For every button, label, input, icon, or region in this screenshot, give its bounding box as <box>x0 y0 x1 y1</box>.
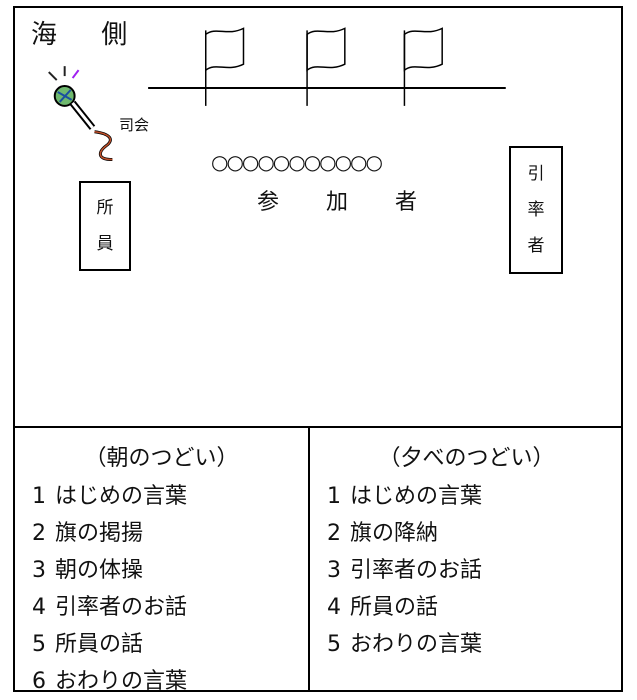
list-item: 2 旗の降納 <box>318 515 482 552</box>
item-number: 6 <box>32 669 46 694</box>
staff-box: 所 員 <box>79 181 131 271</box>
flag-icon <box>306 27 346 106</box>
participants-label: 参 加 者 <box>257 190 437 215</box>
item-number: 4 <box>327 595 341 620</box>
item-number: 3 <box>327 558 341 583</box>
list-item: 5 おわりの言葉 <box>318 626 482 663</box>
item-number: 1 <box>327 484 341 509</box>
program-table: （朝のつどい） 1 はじめの言葉 2 旗の掲揚 3 朝の体操 4 引率者のお話 5 所員の… <box>15 428 623 694</box>
evening-column: （夕べのつどい） 1 はじめの言葉 2 旗の降納 3 引率者のお話 4 所員の話 5 おわ… <box>310 428 623 690</box>
host-label: 司会 <box>119 116 150 134</box>
list-item: 3 引率者のお話 <box>318 552 482 589</box>
list-item: 1 はじめの言葉 <box>23 478 187 515</box>
item-number: 3 <box>32 558 46 583</box>
morning-column: （朝のつどい） 1 はじめの言葉 2 旗の掲揚 3 朝の体操 4 引率者のお話 5 所員の… <box>15 428 310 694</box>
leader-char: 者 <box>527 236 545 256</box>
item-text: 朝の体操 <box>55 558 144 583</box>
item-number: 5 <box>32 632 46 657</box>
item-number: 2 <box>32 521 46 546</box>
flag-icon <box>204 27 245 106</box>
leader-char: 率 <box>527 200 545 220</box>
item-text: 所員の話 <box>55 632 144 657</box>
sea-side-label: 海 側 <box>31 20 146 50</box>
item-number: 5 <box>327 632 341 657</box>
item-text: 引率者のお話 <box>350 558 483 583</box>
layout-area: 海 側 <box>15 8 621 428</box>
leader-box: 引 率 者 <box>509 146 563 274</box>
flag-icon <box>403 27 443 106</box>
item-number: 2 <box>327 521 341 546</box>
participant-seats: ○○○○○○○○○○○ <box>211 150 383 174</box>
list-item: 4 引率者のお話 <box>23 589 187 626</box>
item-text: 旗の掲揚 <box>55 521 144 546</box>
item-number: 1 <box>32 484 46 509</box>
gathering-diagram-sheet: 海 側 <box>13 6 623 694</box>
item-text: 旗の降納 <box>350 521 439 546</box>
item-text: はじめの言葉 <box>55 484 188 509</box>
item-text: おわりの言葉 <box>55 669 188 694</box>
flag-poles <box>48 27 506 162</box>
list-item: 2 旗の掲揚 <box>23 515 187 552</box>
staff-char: 員 <box>96 234 114 254</box>
evening-list: 1 はじめの言葉 2 旗の降納 3 引率者のお話 4 所員の話 5 おわりの言葉 <box>318 478 482 663</box>
list-item: 6 おわりの言葉 <box>23 663 187 700</box>
list-item: 4 所員の話 <box>318 589 482 626</box>
list-item: 5 所員の話 <box>23 626 187 663</box>
item-number: 4 <box>32 595 46 620</box>
list-item: 3 朝の体操 <box>23 552 187 589</box>
staff-char: 所 <box>96 198 114 218</box>
item-text: 引率者のお話 <box>55 595 188 620</box>
item-text: はじめの言葉 <box>350 484 483 509</box>
morning-title: （朝のつどい） <box>84 446 239 471</box>
list-item: 1 はじめの言葉 <box>318 478 482 515</box>
morning-list: 1 はじめの言葉 2 旗の掲揚 3 朝の体操 4 引率者のお話 5 所員の話 6 おわりの言… <box>23 478 187 700</box>
item-text: 所員の話 <box>350 595 439 620</box>
evening-title: （夕べのつどい） <box>378 446 555 471</box>
item-text: おわりの言葉 <box>350 632 483 657</box>
microphone-icon <box>48 66 113 162</box>
leader-char: 引 <box>527 164 545 184</box>
